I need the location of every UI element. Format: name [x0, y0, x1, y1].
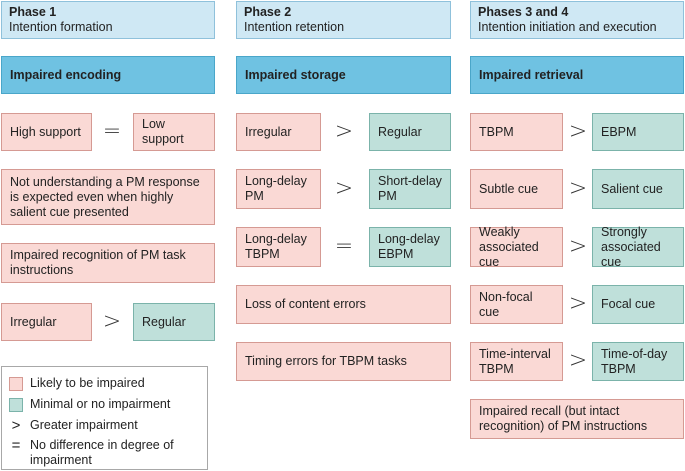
col1-row1-symbol: =	[102, 119, 122, 144]
col3-row1-right: EBPM	[592, 113, 684, 151]
col3-row4-symbol: >	[568, 291, 588, 316]
col3-row5-right: Time-of-day TBPM	[592, 342, 684, 381]
legend-greater-label: Greater impairment	[30, 418, 138, 432]
col3-row2-right: Salient cue	[592, 169, 684, 209]
col3-row1-left: TBPM	[470, 113, 563, 151]
col2-timing-errors-box: Timing errors for TBPM tasks	[236, 342, 451, 381]
legend-minimal-swatch	[9, 398, 23, 412]
col3-row2-left: Subtle cue	[470, 169, 563, 209]
legend-equal-symbol: =	[11, 437, 21, 454]
col1-row-last-symbol: >	[102, 309, 122, 334]
legend-minimal-row: Minimal or no impairment	[9, 397, 170, 412]
col2-row2-symbol: >	[334, 176, 354, 201]
col2-row2-left: Long-delay PM	[236, 169, 321, 209]
col2-row3-left: Long-delay TBPM	[236, 227, 321, 267]
col2-row2-right: Short-delay PM	[369, 169, 451, 209]
phase-1-title: Phase 1	[9, 5, 57, 19]
col3-recall-box: Impaired recall (but intact recognition)…	[470, 399, 684, 439]
phase-2-box: Phase 2 Intention retention	[236, 1, 451, 39]
header-impaired-storage: Impaired storage	[236, 56, 451, 94]
col1-row1-right: Low support	[133, 113, 215, 151]
phase-3-4-subtitle: Intention initiation and execution	[478, 20, 657, 34]
col2-row3-symbol: =	[334, 234, 354, 259]
phase-3-4-box: Phases 3 and 4 Intention initiation and …	[470, 1, 684, 39]
col3-row3-right: Strongly associated cue	[592, 225, 684, 269]
phase-2-subtitle: Intention retention	[244, 20, 345, 34]
legend-minimal-label: Minimal or no impairment	[30, 397, 171, 411]
col3-row3-left: Weakly associated cue	[470, 225, 563, 269]
col2-row1-left: Irregular	[236, 113, 321, 151]
col1-pm-response-box: Not understanding a PM response is expec…	[1, 169, 215, 225]
col3-row1-symbol: >	[568, 119, 588, 144]
col3-row4-left: Non-focal cue	[470, 285, 563, 324]
col3-row4-right: Focal cue	[592, 285, 684, 324]
phase-1-box: Phase 1 Intention formation	[1, 1, 215, 39]
legend: Likely to be impaired Minimal or no impa…	[1, 366, 208, 470]
col3-row5-symbol: >	[568, 348, 588, 373]
phase-3-4-title: Phases 3 and 4	[478, 5, 569, 19]
header-impaired-encoding: Impaired encoding	[1, 56, 215, 94]
col1-recognition-box: Impaired recognition of PM task instruct…	[1, 243, 215, 283]
col1-row-last-left: Irregular	[1, 303, 92, 341]
header-impaired-retrieval: Impaired retrieval	[470, 56, 684, 94]
col2-row1-symbol: >	[334, 119, 354, 144]
legend-equal-label: No difference in degree of impairment	[30, 438, 174, 467]
legend-likely-label: Likely to be impaired	[30, 376, 145, 390]
col3-row2-symbol: >	[568, 176, 588, 201]
legend-likely-row: Likely to be impaired	[9, 376, 145, 391]
legend-greater-symbol: >	[11, 417, 21, 434]
col3-row3-symbol: >	[568, 234, 588, 259]
legend-likely-swatch	[9, 377, 23, 391]
col2-content-errors-box: Loss of content errors	[236, 285, 451, 324]
col2-row3-right: Long-delay EBPM	[369, 227, 451, 267]
phase-1-subtitle: Intention formation	[9, 20, 113, 34]
col3-row5-left: Time-interval TBPM	[470, 342, 563, 381]
col1-row-last-right: Regular	[133, 303, 215, 341]
col1-row1-left: High support	[1, 113, 92, 151]
col2-row1-right: Regular	[369, 113, 451, 151]
phase-2-title: Phase 2	[244, 5, 292, 19]
legend-greater-row: > Greater impairment	[9, 418, 138, 433]
legend-equal-row: = No difference in degree of impairment	[9, 438, 199, 468]
